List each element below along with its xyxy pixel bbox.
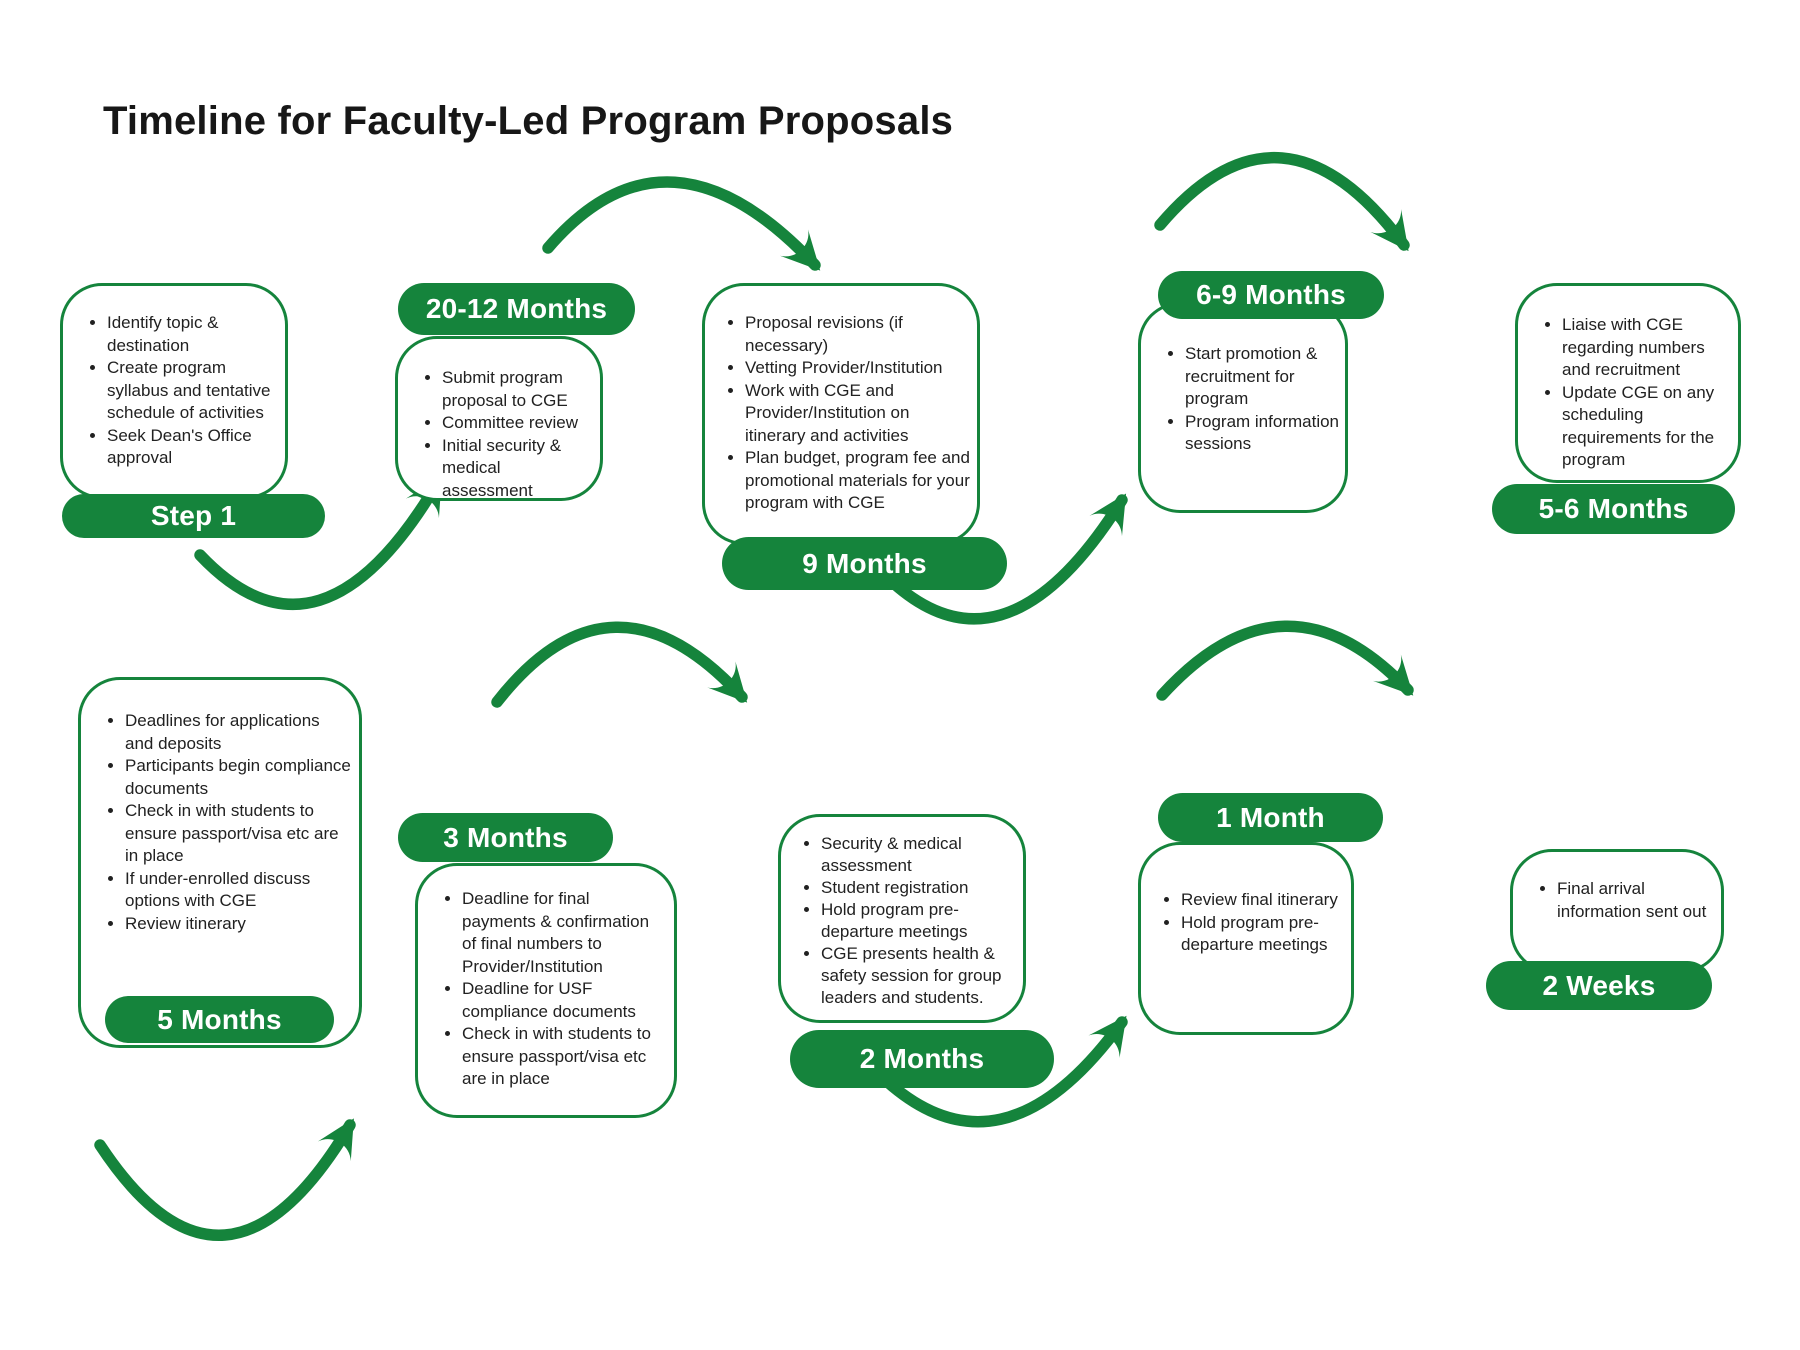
timeline-box-step-1: Identify topic & destination Create prog… [60,283,288,499]
timeline-box-2-months: Security & medical assessment Student re… [778,814,1026,1023]
bullet-item: Review final itinerary [1181,889,1349,912]
label-pill-5-months: 5 Months [105,996,334,1043]
curved-arrow-3-months-to-2-months [491,621,748,708]
label-pill-2-months: 2 Months [790,1030,1054,1088]
bullet-item: Check in with students to ensure passpor… [462,1023,666,1091]
page-title: Timeline for Faculty-Led Program Proposa… [103,98,954,143]
timeline-box-5-6-months: Liaise with CGE regarding numbers and re… [1515,283,1741,483]
bullet-item: Participants begin compliance documents [125,755,351,800]
bullet-item: Program information sessions [1185,411,1341,456]
label-pill-20-12-months: 20-12 Months [398,283,635,335]
bullet-item: Check in with students to ensure passpor… [125,800,351,868]
curved-arrow-20-12-months-to-9-months [542,176,821,271]
bullet-item: Proposal revisions (if necessary) [745,312,973,357]
bullet-item: Vetting Provider/Institution [745,357,973,380]
bullet-item: Identify topic & destination [107,312,277,357]
label-pill-step-1: Step 1 [62,494,325,538]
curved-arrow-6-9-months-to-5-6-months [1154,151,1410,252]
bullet-item: Update CGE on any scheduling requirement… [1562,382,1730,472]
curved-arrow-step1-to-20-12-months [194,475,444,610]
bullet-item: Security & medical assessment [821,833,1021,877]
bullet-item: Deadline for final payments & confirmati… [462,888,666,978]
bullet-list: Final arrival information sent out [1513,878,1721,923]
timeline-box-5-months: Deadlines for applications and deposits … [78,677,362,1048]
bullet-item: Liaise with CGE regarding numbers and re… [1562,314,1730,382]
curved-arrow-1-month-to-2-weeks [1156,620,1414,701]
label-pill-3-months: 3 Months [398,813,613,862]
timeline-box-6-9-months: Start promotion & recruitment for progra… [1138,302,1348,513]
bullet-list: Submit program proposal to CGE Committee… [398,367,600,502]
curved-arrow-9-months-to-6-9-months [874,493,1128,625]
timeline-box-2-weeks: Final arrival information sent out [1510,849,1724,973]
timeline-box-9-months: Proposal revisions (if necessary) Vettin… [702,283,980,545]
curved-arrow-2-months-to-1-month [874,1015,1128,1128]
label-pill-9-months: 9 Months [722,537,1007,590]
bullet-item: Work with CGE and Provider/Institution o… [745,380,973,448]
label-pill-6-9-months: 6-9 Months [1158,271,1384,319]
bullet-item: Review itinerary [125,913,351,936]
bullet-item: Submit program proposal to CGE [442,367,592,412]
bullet-item: Student registration [821,877,1021,899]
bullet-list: Liaise with CGE regarding numbers and re… [1518,314,1738,472]
curved-arrow-5-months-to-3-months [94,1118,356,1241]
bullet-list: Deadlines for applications and deposits … [81,710,359,935]
bullet-item: Initial security & medical assessment [442,435,592,503]
bullet-item: CGE presents health & safety session for… [821,943,1021,1009]
bullet-item: If under-enrolled discuss options with C… [125,868,351,913]
bullet-item: Hold program pre-departure meetings [821,899,1021,943]
bullet-list: Identify topic & destination Create prog… [63,312,285,470]
bullet-list: Review final itinerary Hold program pre-… [1141,889,1351,957]
bullet-list: Start promotion & recruitment for progra… [1141,343,1345,456]
bullet-item: Final arrival information sent out [1557,878,1713,923]
bullet-list: Security & medical assessment Student re… [781,833,1023,1009]
bullet-item: Seek Dean's Office approval [107,425,277,470]
bullet-item: Start promotion & recruitment for progra… [1185,343,1341,411]
bullet-item: Hold program pre-departure meetings [1181,912,1349,957]
timeline-box-1-month: Review final itinerary Hold program pre-… [1138,842,1354,1035]
bullet-item: Committee review [442,412,592,435]
timeline-box-20-12-months: Submit program proposal to CGE Committee… [395,336,603,501]
label-pill-2-weeks: 2 Weeks [1486,961,1712,1010]
timeline-box-3-months: Deadline for final payments & confirmati… [415,863,677,1118]
bullet-list: Deadline for final payments & confirmati… [418,888,674,1091]
label-pill-5-6-months: 5-6 Months [1492,484,1735,534]
bullet-item: Deadlines for applications and deposits [125,710,351,755]
bullet-item: Plan budget, program fee and promotional… [745,447,973,515]
bullet-list: Proposal revisions (if necessary) Vettin… [705,312,977,515]
label-pill-1-month: 1 Month [1158,793,1383,842]
bullet-item: Deadline for USF compliance documents [462,978,666,1023]
bullet-item: Create program syllabus and tentative sc… [107,357,277,425]
